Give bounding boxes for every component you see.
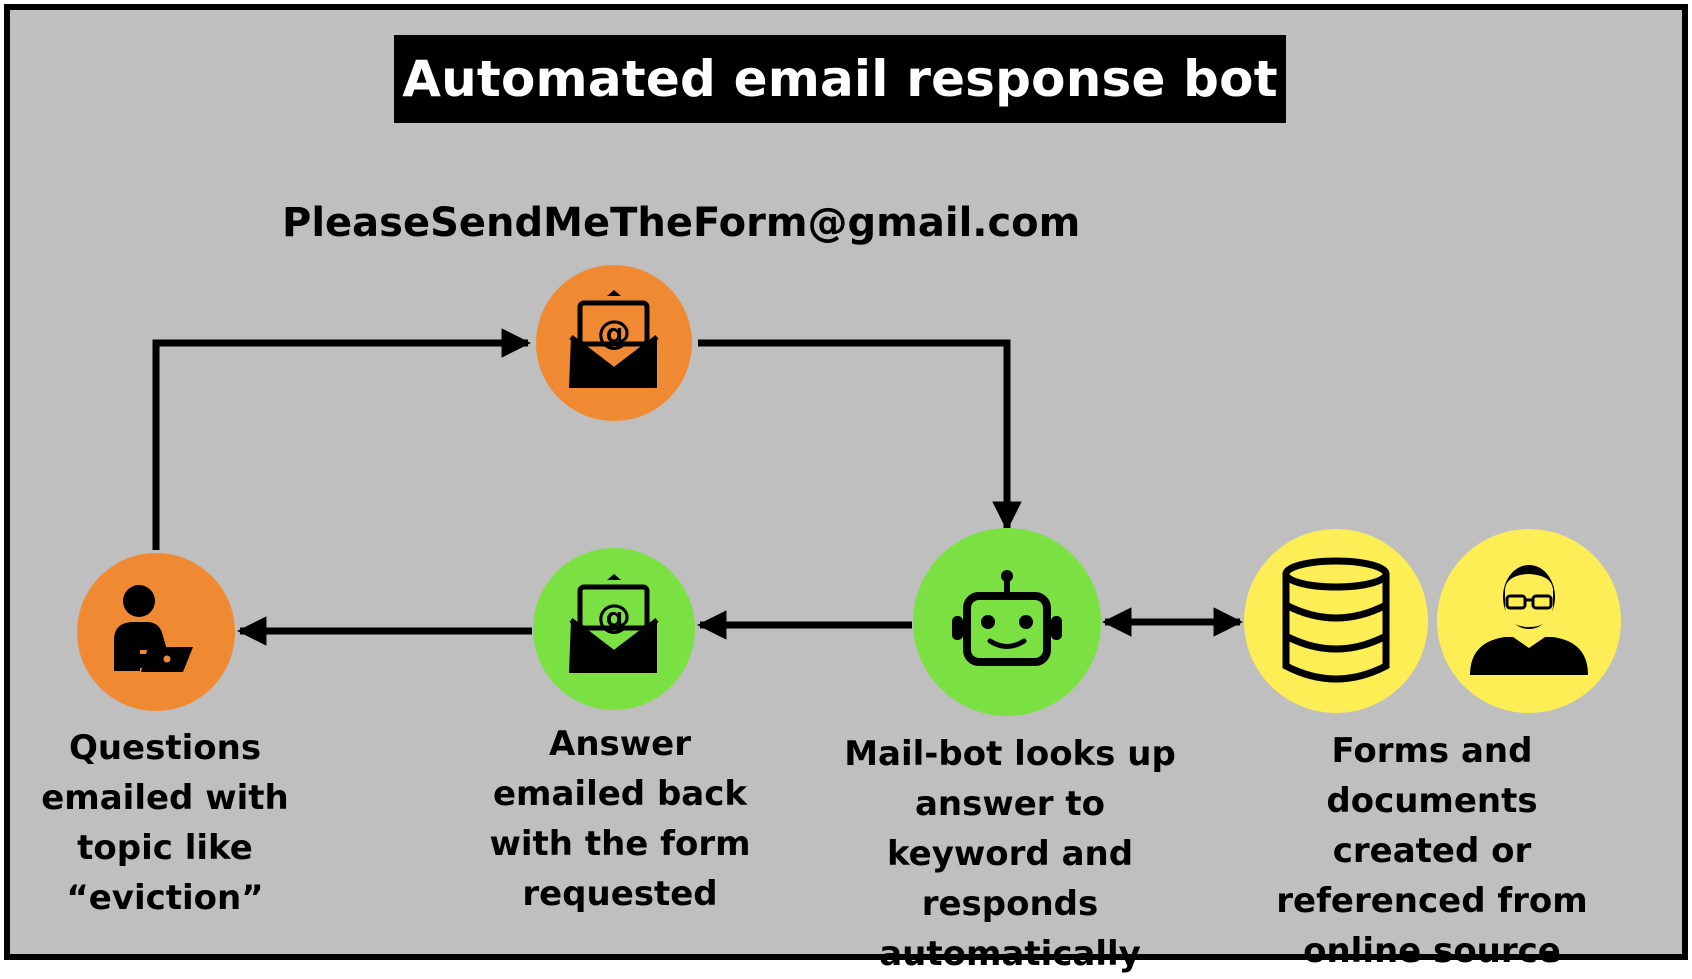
title-box: Automated email response bot [394,35,1286,123]
reply-node-label: Answer emailed back with the form reques… [489,724,751,914]
page-title: Automated email response bot [402,50,1278,108]
reply-node: @ [533,548,695,710]
user-node [77,553,235,711]
envelope-at-icon: @ [569,290,659,388]
database-node [1244,529,1428,713]
arrow-user-to-inbox [152,328,531,550]
person-glasses-icon [1470,565,1588,675]
database-icon [1282,557,1390,683]
sources-label: Forms and documents created or reference… [1276,731,1588,971]
inbox-node: @ [536,265,692,421]
arrow-inbox-to-bot [698,339,1022,531]
diagram-frame [4,4,1688,960]
bot-node [913,528,1101,716]
user-node-label: Questions emailed with topic like “evict… [41,728,289,918]
robot-icon [952,570,1062,666]
svg-text:@: @ [597,313,631,353]
envelope-at-icon: @ [569,574,659,673]
bot-node-label: Mail-bot looks up answer to keyword and … [844,734,1176,974]
email-address-label: PleaseSendMeTheForm@gmail.com [282,200,1081,246]
person-laptop-icon [114,585,193,672]
svg-text:@: @ [597,597,631,637]
person-node [1437,529,1621,713]
